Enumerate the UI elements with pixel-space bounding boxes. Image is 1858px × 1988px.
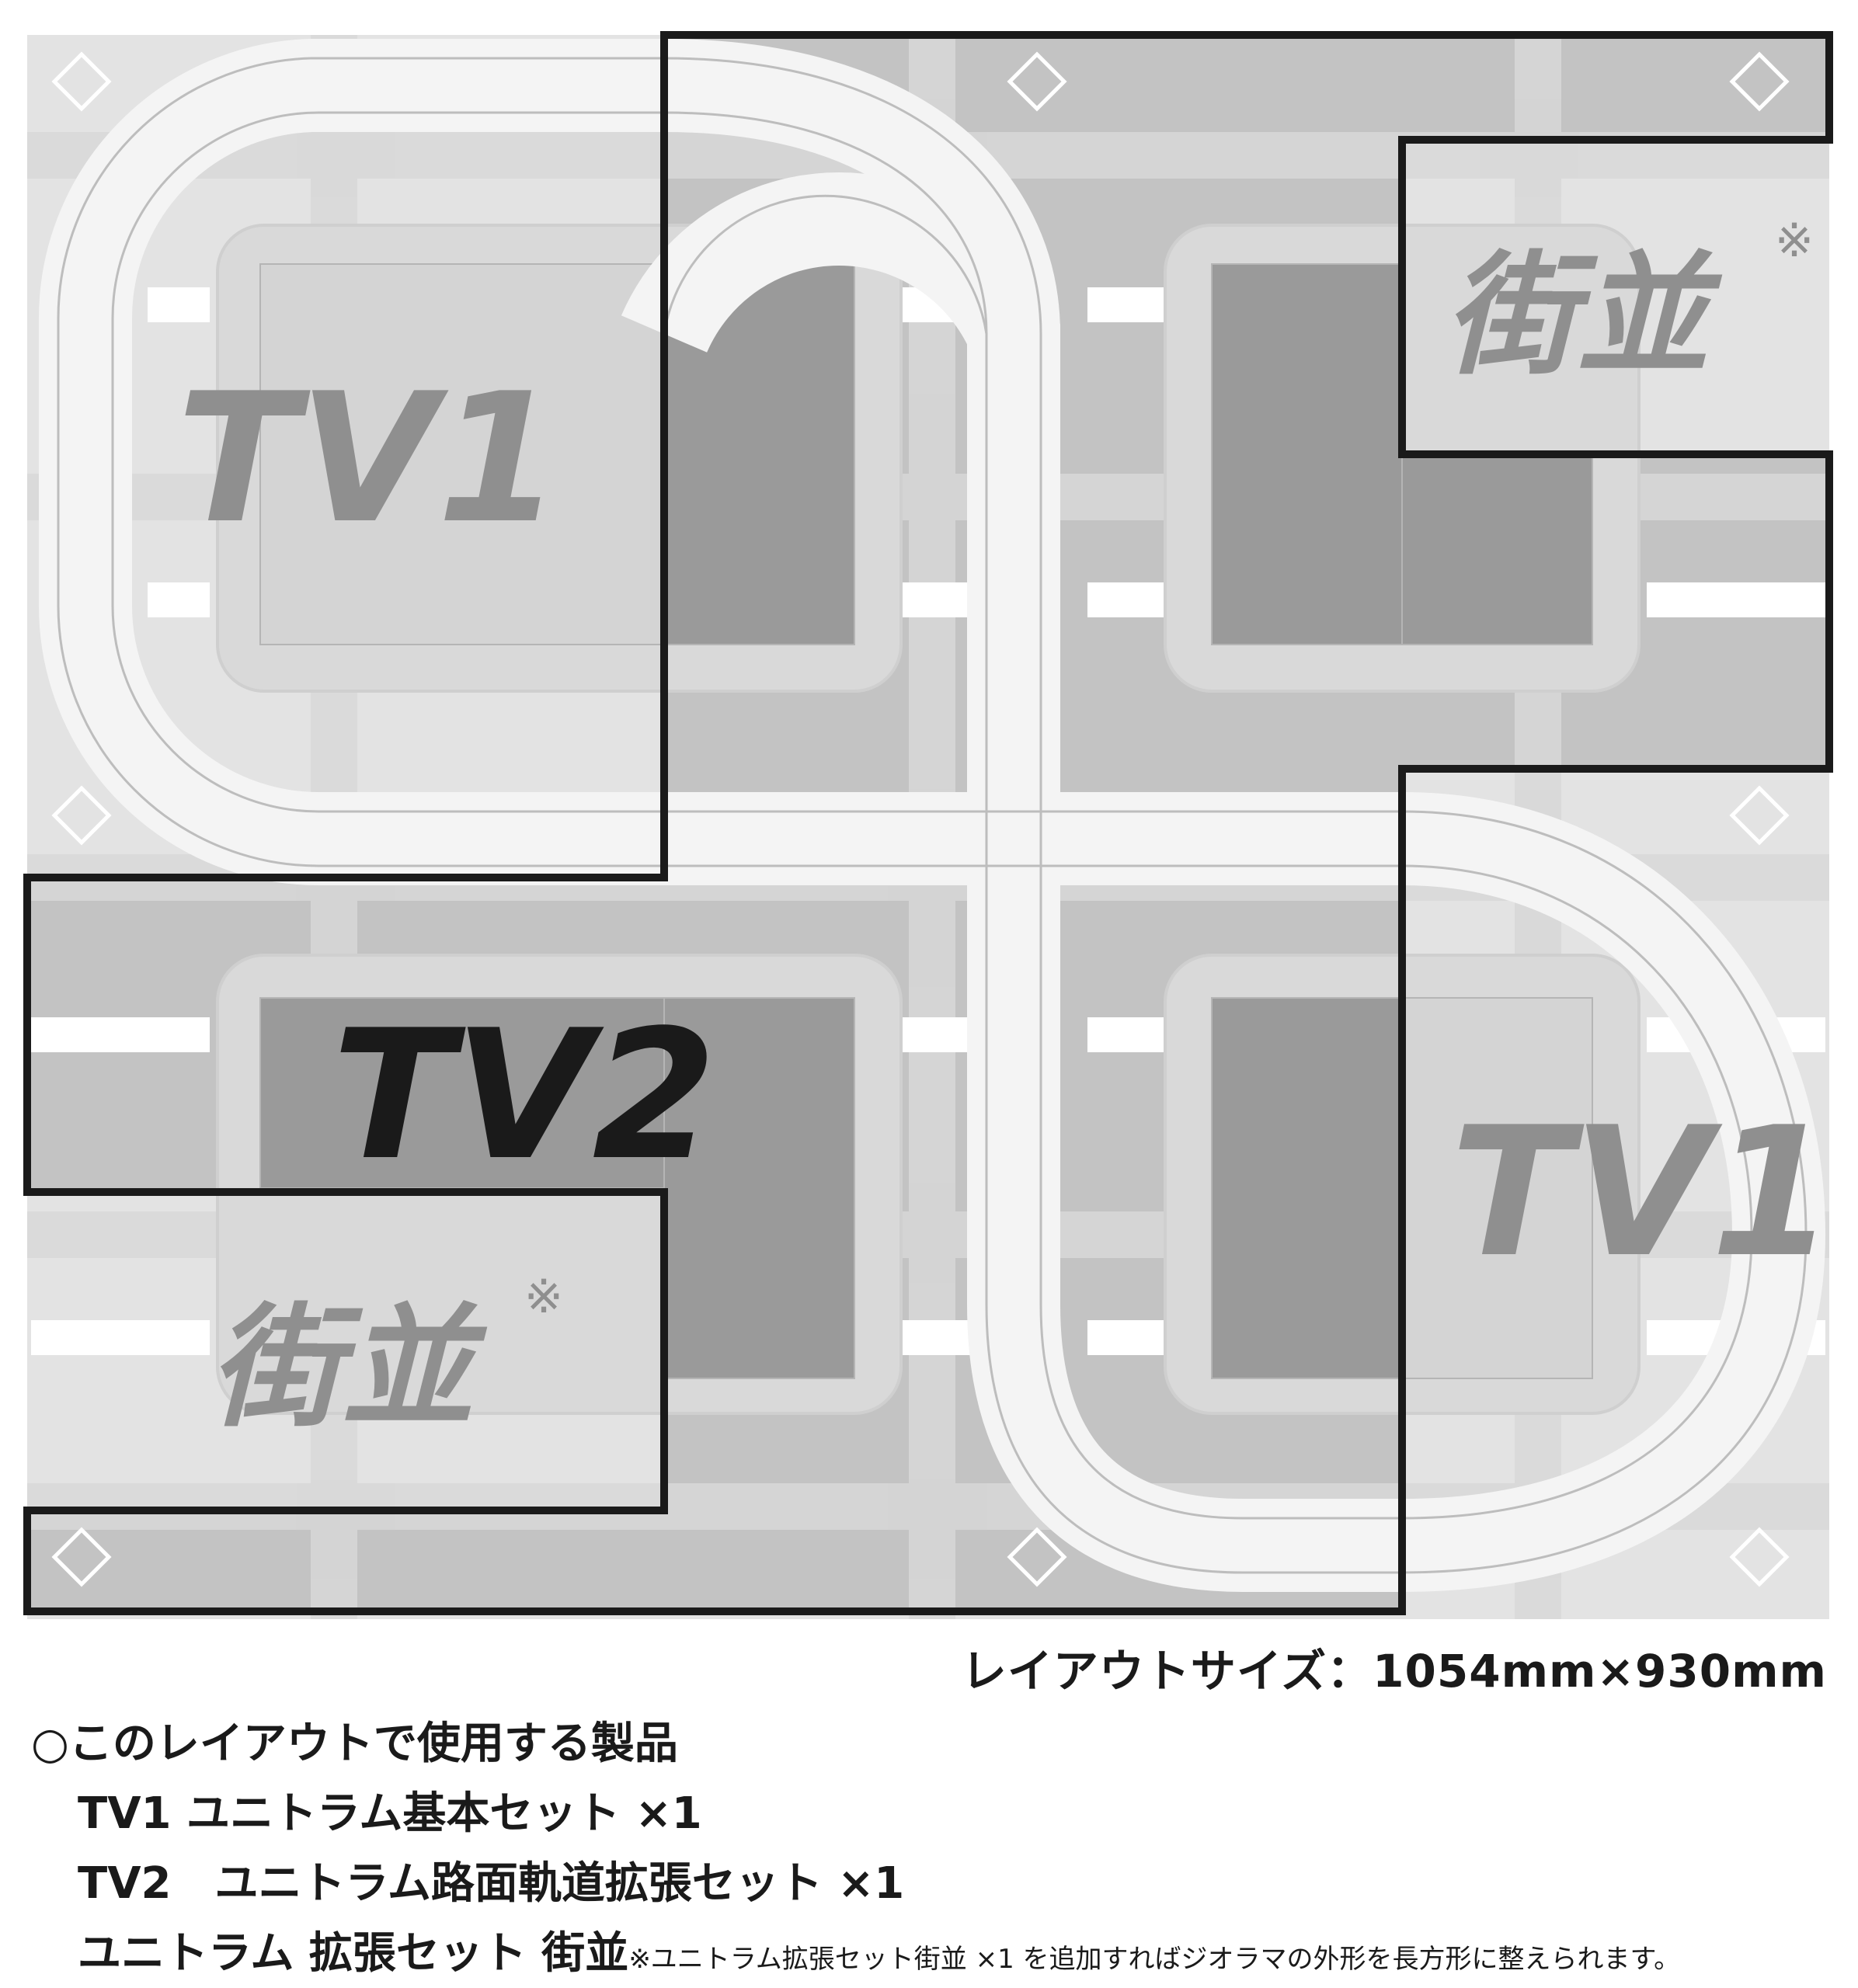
corner-markings xyxy=(51,51,1790,1587)
townscape-label-top-right: 街並 xyxy=(1445,239,1723,393)
product-item: TV1 ユニトラム基本セット ×1 xyxy=(78,1778,702,1841)
product-note: ※ユニトラム拡張セット街並 ×1 を追加すればジオラマの外形を長方形に整えられま… xyxy=(628,1944,1681,1975)
product-label: ユニトラム 拡張セット 街並 xyxy=(78,1928,629,1979)
tv2-outline xyxy=(23,31,1833,1615)
layout-diagram: TV1 TV1 TV2 街並 ※ 街並 ※ xyxy=(23,31,1835,1619)
layout-size: レイアウトサイズ：1054mm×930mm xyxy=(961,1645,1827,1698)
tv1-label-top-left: TV1 xyxy=(177,356,562,563)
asterisk-mark-bottom-left: ※ xyxy=(524,1270,563,1324)
tram-track xyxy=(38,38,1826,1592)
product-item: TV2 ユニトラム路面軌道拡張セット ×1 xyxy=(78,1848,904,1911)
product-label: TV1 ユニトラム基本セット ×1 xyxy=(78,1788,702,1839)
product-label: TV2 ユニトラム路面軌道拡張セット ×1 xyxy=(78,1858,905,1909)
townscape-label-bottom-left: 街並 xyxy=(210,1291,488,1445)
tram-rails xyxy=(57,57,1808,1574)
product-item: ユニトラム 拡張セット 街並※ユニトラム拡張セット街並 ×1 を追加すればジオラ… xyxy=(78,1918,1680,1981)
tv1-label-bottom-right: TV1 xyxy=(1451,1090,1835,1297)
products-heading: ○このレイアウトで使用する製品 xyxy=(31,1719,678,1769)
building-blocks xyxy=(259,263,1593,1379)
tv2-label: TV2 xyxy=(332,992,717,1200)
asterisk-mark-top-right: ※ xyxy=(1775,214,1814,268)
